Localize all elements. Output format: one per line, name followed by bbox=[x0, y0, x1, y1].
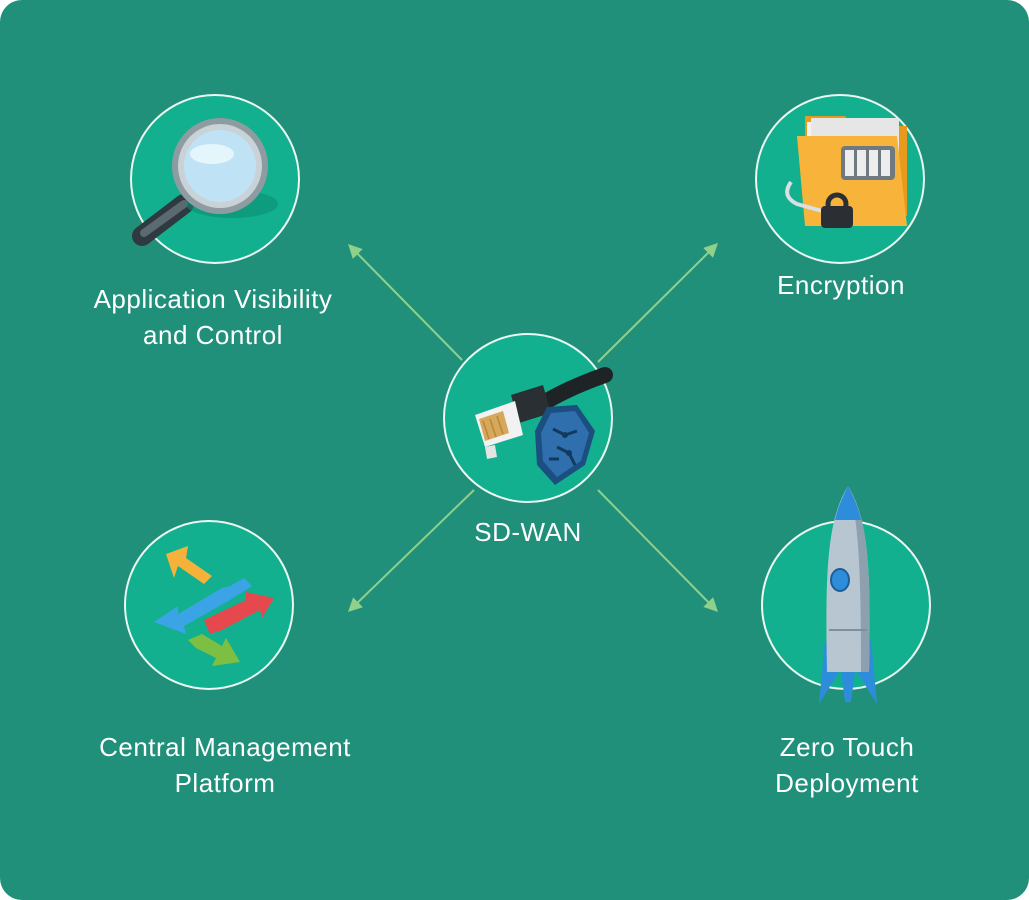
encryption-label: Encryption bbox=[736, 267, 946, 303]
app-visibility-label: Application Visibility and Control bbox=[45, 281, 381, 353]
zero-touch-label-line2: Deployment bbox=[775, 768, 919, 798]
encryption-node bbox=[755, 94, 925, 264]
zero-touch-label-line1: Zero Touch bbox=[779, 732, 915, 762]
sdwan-label-text: SD-WAN bbox=[474, 517, 582, 547]
arrow-to-zero-touch bbox=[597, 489, 718, 612]
rocket-icon bbox=[819, 486, 877, 704]
magnifying-glass-icon bbox=[132, 118, 278, 246]
arrow-to-central-management bbox=[347, 489, 475, 612]
central-management-label-line1: Central Management bbox=[99, 732, 351, 762]
app-visibility-label-line1: Application Visibility bbox=[93, 284, 333, 314]
ethernet-cable-chip-icon bbox=[475, 367, 613, 485]
central-management-node bbox=[124, 520, 294, 690]
app-visibility-label-line2: and Control bbox=[143, 320, 283, 350]
encryption-label-line1: Encryption bbox=[777, 270, 905, 300]
zero-touch-node bbox=[761, 486, 931, 704]
routing-arrows-icon bbox=[154, 546, 274, 666]
app-visibility-node bbox=[130, 94, 300, 264]
arrow-to-app-visibility bbox=[348, 244, 463, 361]
central-management-label-line2: Platform bbox=[174, 768, 276, 798]
arrow-to-encryption bbox=[597, 243, 718, 363]
sdwan-label: SD-WAN bbox=[428, 514, 628, 550]
locked-folder-icon bbox=[785, 116, 907, 228]
sdwan-center-node bbox=[443, 333, 613, 503]
zero-touch-label: Zero Touch Deployment bbox=[727, 729, 967, 801]
central-management-label: Central Management Platform bbox=[60, 729, 390, 801]
